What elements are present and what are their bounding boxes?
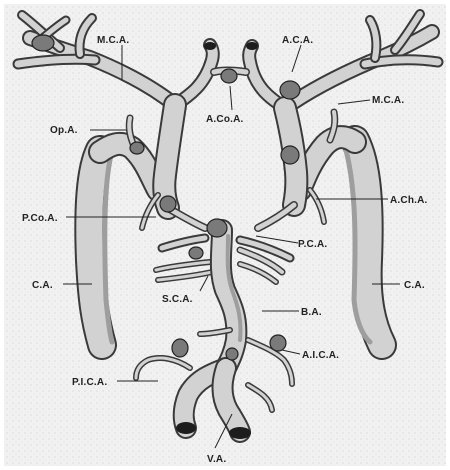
aneurysm-left-sca [189, 247, 203, 259]
aneurysm-left-ophthalmic [130, 142, 144, 154]
aneurysm-right-mca [280, 81, 300, 99]
label-pca: P.C.A. [298, 239, 327, 250]
label-opa: Op.A. [50, 125, 78, 136]
label-pica: P.I.C.A. [72, 377, 107, 388]
label-aica: A.I.C.A. [302, 350, 339, 361]
label-aca: A.C.A. [282, 35, 313, 46]
label-acha: A.Ch.A. [390, 195, 428, 206]
label-va: V.A. [207, 454, 226, 465]
aneurysm-acoa [221, 69, 237, 83]
aneurysm-left-mca-distal [32, 35, 54, 51]
label-mca-left: M.C.A. [97, 35, 129, 46]
aneurysm-left-pica [172, 339, 188, 357]
aneurysm-basilar-tip [207, 219, 227, 237]
aneurysm-vertebrobasilar [226, 348, 238, 360]
label-acoa: A.Co.A. [206, 114, 244, 125]
label-sca: S.C.A. [162, 294, 193, 305]
label-ca-left: C.A. [32, 280, 53, 291]
aneurysm-right-aica [270, 335, 286, 351]
aneurysm-left-pcoa [160, 196, 176, 212]
label-ca-right: C.A. [404, 280, 425, 291]
label-mca-right: M.C.A. [372, 95, 404, 106]
label-ba: B.A. [301, 307, 322, 318]
label-pcoa: P.Co.A. [22, 213, 58, 224]
aneurysm-right-ica [281, 146, 299, 164]
